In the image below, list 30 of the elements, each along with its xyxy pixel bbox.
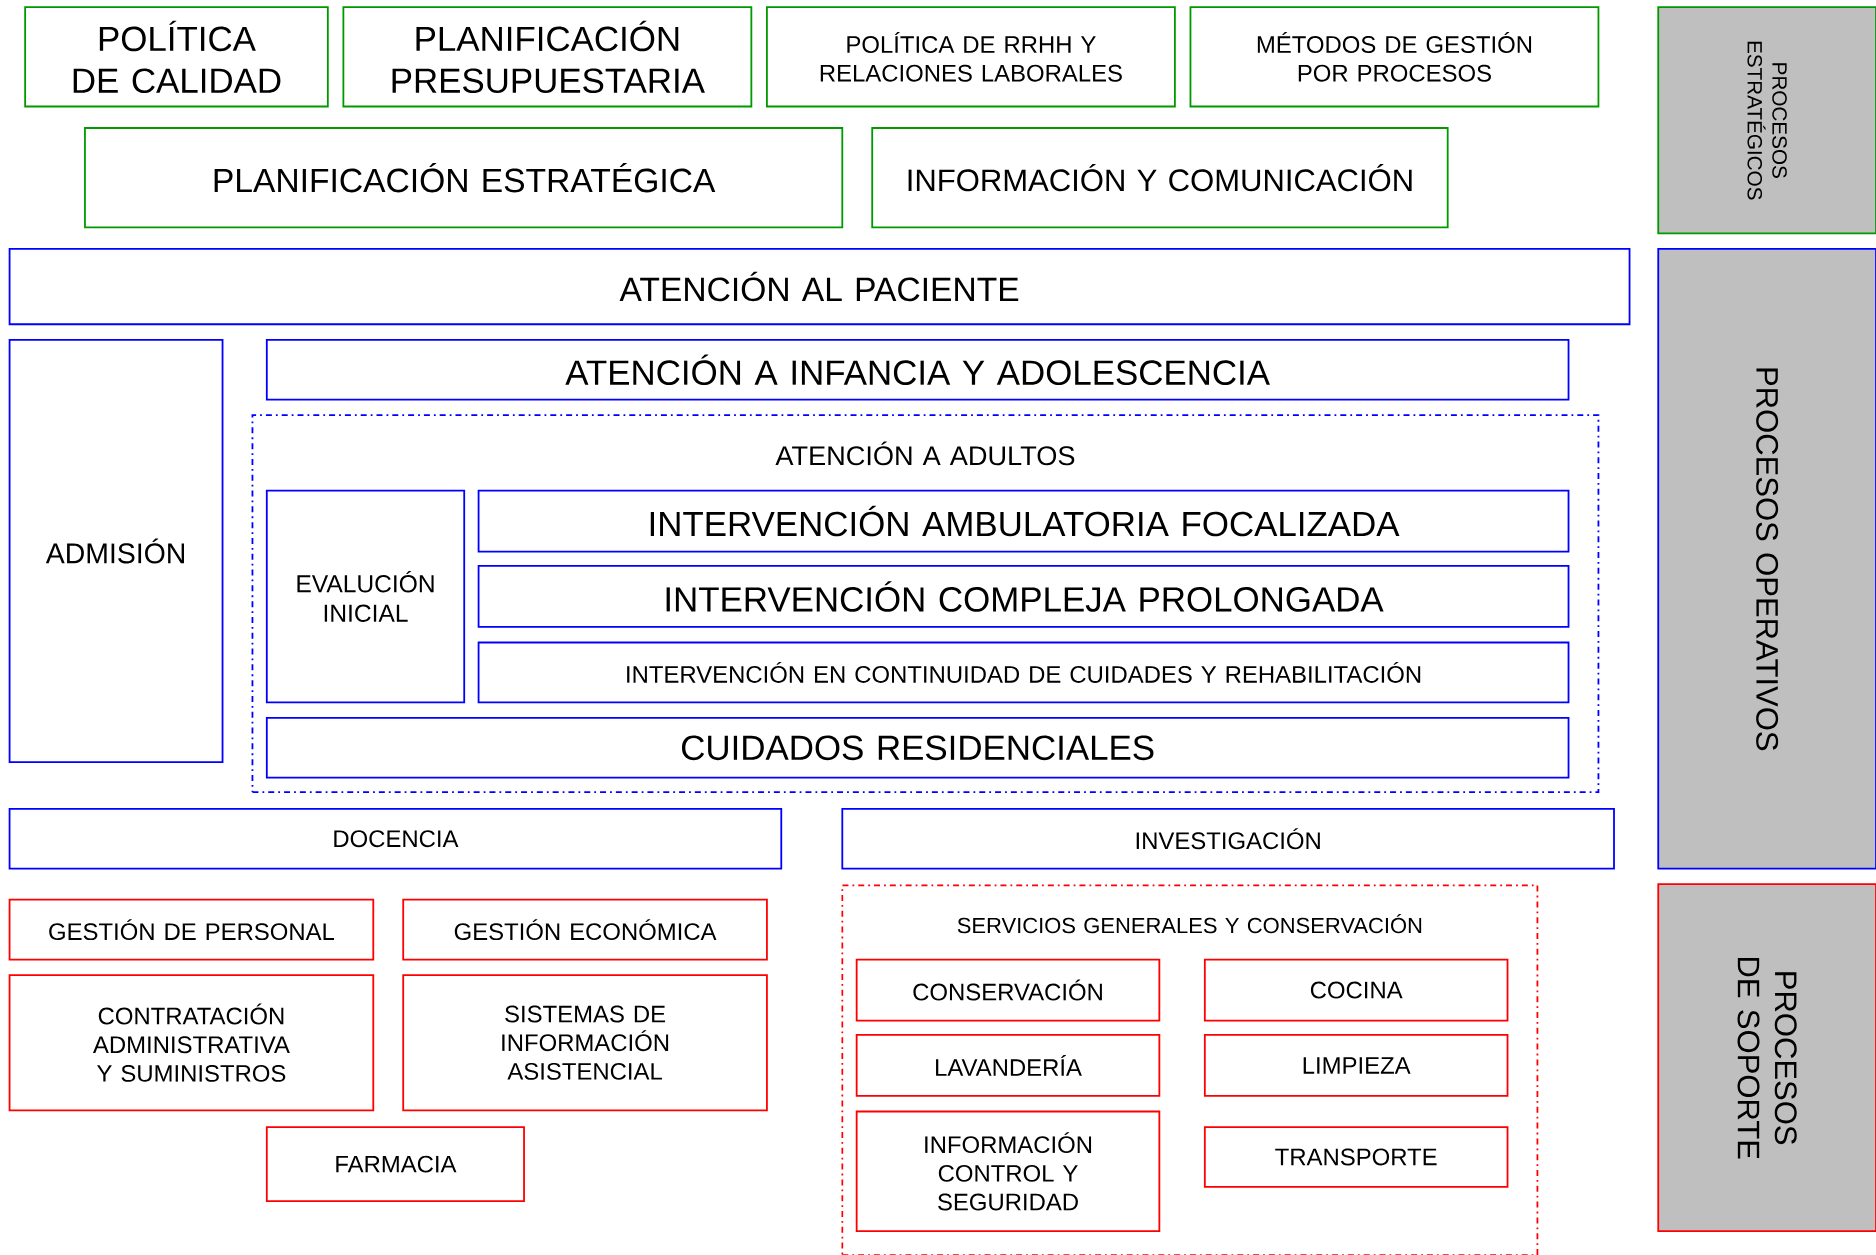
category-band: PROCESOS DE SOPORTE	[1657, 883, 1876, 1232]
process-box: ADMISIÓN	[8, 338, 224, 763]
process-box: INTERVENCIÓN COMPLEJA PROLONGADA	[477, 565, 1570, 628]
category-band: PROCESOS OPERATIVOS	[1657, 247, 1876, 870]
process-box: ATENCIÓN AL PACIENTE	[8, 247, 1631, 326]
process-box: TRANSPORTE	[1203, 1126, 1509, 1188]
process-box: DOCENCIA	[8, 807, 783, 870]
process-box: GESTIÓN DE PERSONAL	[8, 898, 375, 961]
process-box: CUIDADOS RESIDENCIALES	[265, 716, 1570, 779]
category-band: PROCESOS ESTRATÉGICOS	[1657, 6, 1876, 235]
process-box: INTERVENCIÓN EN CONTINUIDAD DE CUIDADES Y REHABILITACIÓN	[477, 641, 1570, 704]
process-box: CONSERVACIÓN	[855, 958, 1161, 1022]
process-box: FARMACIA	[265, 1126, 525, 1203]
process-box: COCINA	[1203, 958, 1509, 1022]
process-box: POLÍTICA DE RRHH Y RELACIONES LABORALES	[766, 6, 1176, 108]
process-box: INFORMACIÓN CONTROL Y SEGURIDAD	[855, 1110, 1161, 1232]
process-box: GESTIÓN ECONÓMICA	[402, 898, 768, 961]
process-box: POLÍTICA DE CALIDAD	[24, 6, 329, 108]
process-box: EVALUCIÓN INICIAL	[265, 489, 466, 704]
process-box: LIMPIEZA	[1203, 1034, 1509, 1097]
process-box: PLANIFICACIÓN PRESUPUESTARIA	[342, 6, 753, 108]
process-box: CONTRATACIÓN ADMINISTRATIVA Y SUMINISTROS	[8, 974, 375, 1112]
process-box: INFORMACIÓN Y COMUNICACIÓN	[871, 127, 1449, 229]
process-box: SISTEMAS DE INFORMACIÓN ASISTENCIAL	[402, 974, 768, 1112]
process-box: LAVANDERÍA	[855, 1034, 1161, 1097]
process-box: MÉTODOS DE GESTIÓN POR PROCESOS	[1189, 6, 1600, 108]
process-box: INTERVENCIÓN AMBULATORIA FOCALIZADA	[477, 489, 1570, 553]
process-box: ATENCIÓN A INFANCIA Y ADOLESCENCIA	[265, 338, 1570, 401]
process-box: INVESTIGACIÓN	[841, 807, 1615, 870]
process-box: PLANIFICACIÓN ESTRATÉGICA	[84, 127, 844, 229]
